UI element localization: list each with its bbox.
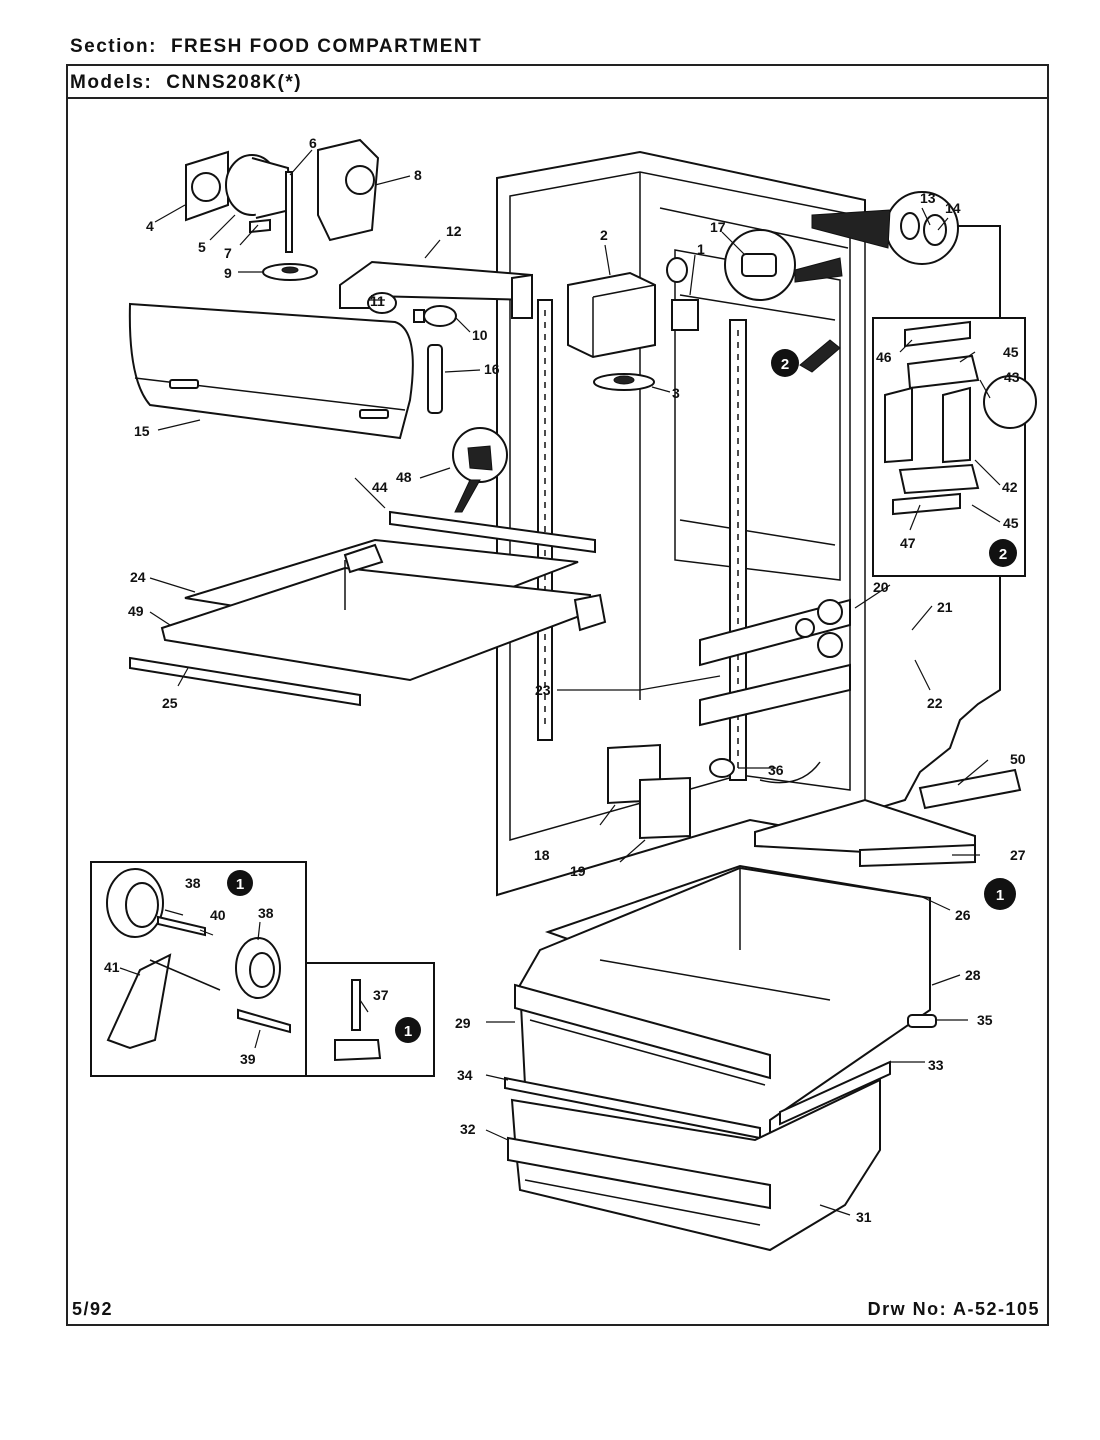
callout-26: 26 <box>955 907 971 923</box>
callout-33: 33 <box>928 1057 944 1073</box>
callout-3: 3 <box>672 385 680 401</box>
callout-22: 22 <box>927 695 943 711</box>
callout-5: 5 <box>198 239 206 255</box>
detail-circle-17 <box>724 229 843 301</box>
callout-46: 46 <box>876 349 892 365</box>
callout-29: 29 <box>455 1015 471 1031</box>
callout-43: 43 <box>1004 369 1020 385</box>
callout-49: 49 <box>128 603 144 619</box>
callout-8: 8 <box>414 167 422 183</box>
badge-label: 2 <box>999 546 1007 563</box>
callout-20: 20 <box>873 579 889 595</box>
callout-48: 48 <box>396 469 412 485</box>
callout-24: 24 <box>130 569 146 585</box>
light-shield-bracket <box>339 260 533 319</box>
models-label: Models: <box>70 72 153 93</box>
leader-lines <box>119 149 1001 1216</box>
callout-7: 7 <box>224 245 232 261</box>
callout-23: 23 <box>535 682 551 698</box>
drawing-frame <box>66 64 1049 1326</box>
callout-9: 9 <box>224 265 232 281</box>
detail-2-inset <box>872 317 1037 577</box>
callout-15: 15 <box>134 423 150 439</box>
callout-13: 13 <box>920 190 936 206</box>
models-value: CNNS208K(*) <box>166 72 303 93</box>
callout-47: 47 <box>900 535 916 551</box>
callout-19: 19 <box>570 863 586 879</box>
callout-4: 4 <box>146 218 154 234</box>
callout-10: 10 <box>472 327 488 343</box>
callout-39: 39 <box>240 1051 256 1067</box>
callout-27: 27 <box>1010 847 1026 863</box>
callout-50: 50 <box>1010 751 1026 767</box>
callout-12: 12 <box>446 223 462 239</box>
callout-31: 31 <box>856 1209 872 1225</box>
callout-1: 1 <box>697 241 705 257</box>
callout-45b: 45 <box>1003 515 1019 531</box>
lower-crisper-drawer <box>507 1078 881 1252</box>
badge-label: 2 <box>781 356 789 373</box>
callout-35: 35 <box>977 1012 993 1028</box>
detail-1-inset <box>90 861 435 1077</box>
callout-44: 44 <box>372 479 388 495</box>
upper-crisper-drawer <box>514 866 937 1142</box>
callout-38b: 38 <box>258 905 274 921</box>
shelf-ladder-rails <box>537 299 747 781</box>
callout-42: 42 <box>1002 479 1018 495</box>
detail-badge-2-b: 2 <box>989 539 1017 567</box>
detail-badge-1-c: 1 <box>984 878 1016 910</box>
badge-label: 1 <box>236 876 244 893</box>
detail-badge-1-a: 1 <box>227 870 253 896</box>
badge-label: 1 <box>404 1023 412 1040</box>
fan-assembly <box>185 138 380 281</box>
control-housing <box>567 257 699 391</box>
badge-label: 1 <box>996 887 1004 904</box>
callout-14: 14 <box>945 200 961 216</box>
callout-37: 37 <box>373 987 389 1003</box>
section-label: Section: <box>70 36 157 57</box>
detail-badge-1-b: 1 <box>395 1017 421 1043</box>
callout-21: 21 <box>937 599 953 615</box>
light-bulbs <box>367 292 457 327</box>
callout-36: 36 <box>768 762 784 778</box>
crisper-drawer-rails <box>504 1060 891 1140</box>
detail-badge-2-a: 2 <box>771 349 799 377</box>
callout-40: 40 <box>210 907 226 923</box>
callout-6: 6 <box>309 135 317 151</box>
callout-2: 2 <box>600 227 608 243</box>
crisper-support-brackets <box>607 743 1022 840</box>
drawing-number: Drw No: A-52-105 <box>868 1299 1040 1320</box>
revision-date: 5/92 <box>72 1299 114 1319</box>
callout-17: 17 <box>710 219 726 235</box>
part-callouts: 1 2 3 4 5 6 7 8 9 10 11 12 13 14 15 16 1… <box>104 135 1026 1225</box>
callout-34: 34 <box>457 1067 473 1083</box>
callout-11: 11 <box>370 293 385 309</box>
section-header: Section: FRESH FOOD COMPARTMENT <box>70 36 482 58</box>
crisper-rails <box>699 598 851 727</box>
callout-45a: 45 <box>1003 344 1019 360</box>
detail-circle-13-14 <box>811 191 959 265</box>
callout-41: 41 <box>104 959 120 975</box>
section-value: FRESH FOOD COMPARTMENT <box>170 36 483 57</box>
models-header: Models: CNNS208K(*) <box>70 72 302 94</box>
callout-28: 28 <box>965 967 981 983</box>
drawing-number-value: A-52-105 <box>952 1299 1040 1319</box>
callout-25: 25 <box>162 695 178 711</box>
callout-18: 18 <box>534 847 550 863</box>
drawing-number-label: Drw No: <box>867 1299 948 1319</box>
callout-38a: 38 <box>185 875 201 891</box>
frame-divider <box>66 97 1049 99</box>
callout-16: 16 <box>484 361 500 377</box>
evaporator-cover <box>128 302 443 440</box>
callout-32: 32 <box>460 1121 476 1137</box>
detail-2-pointer <box>799 339 841 373</box>
